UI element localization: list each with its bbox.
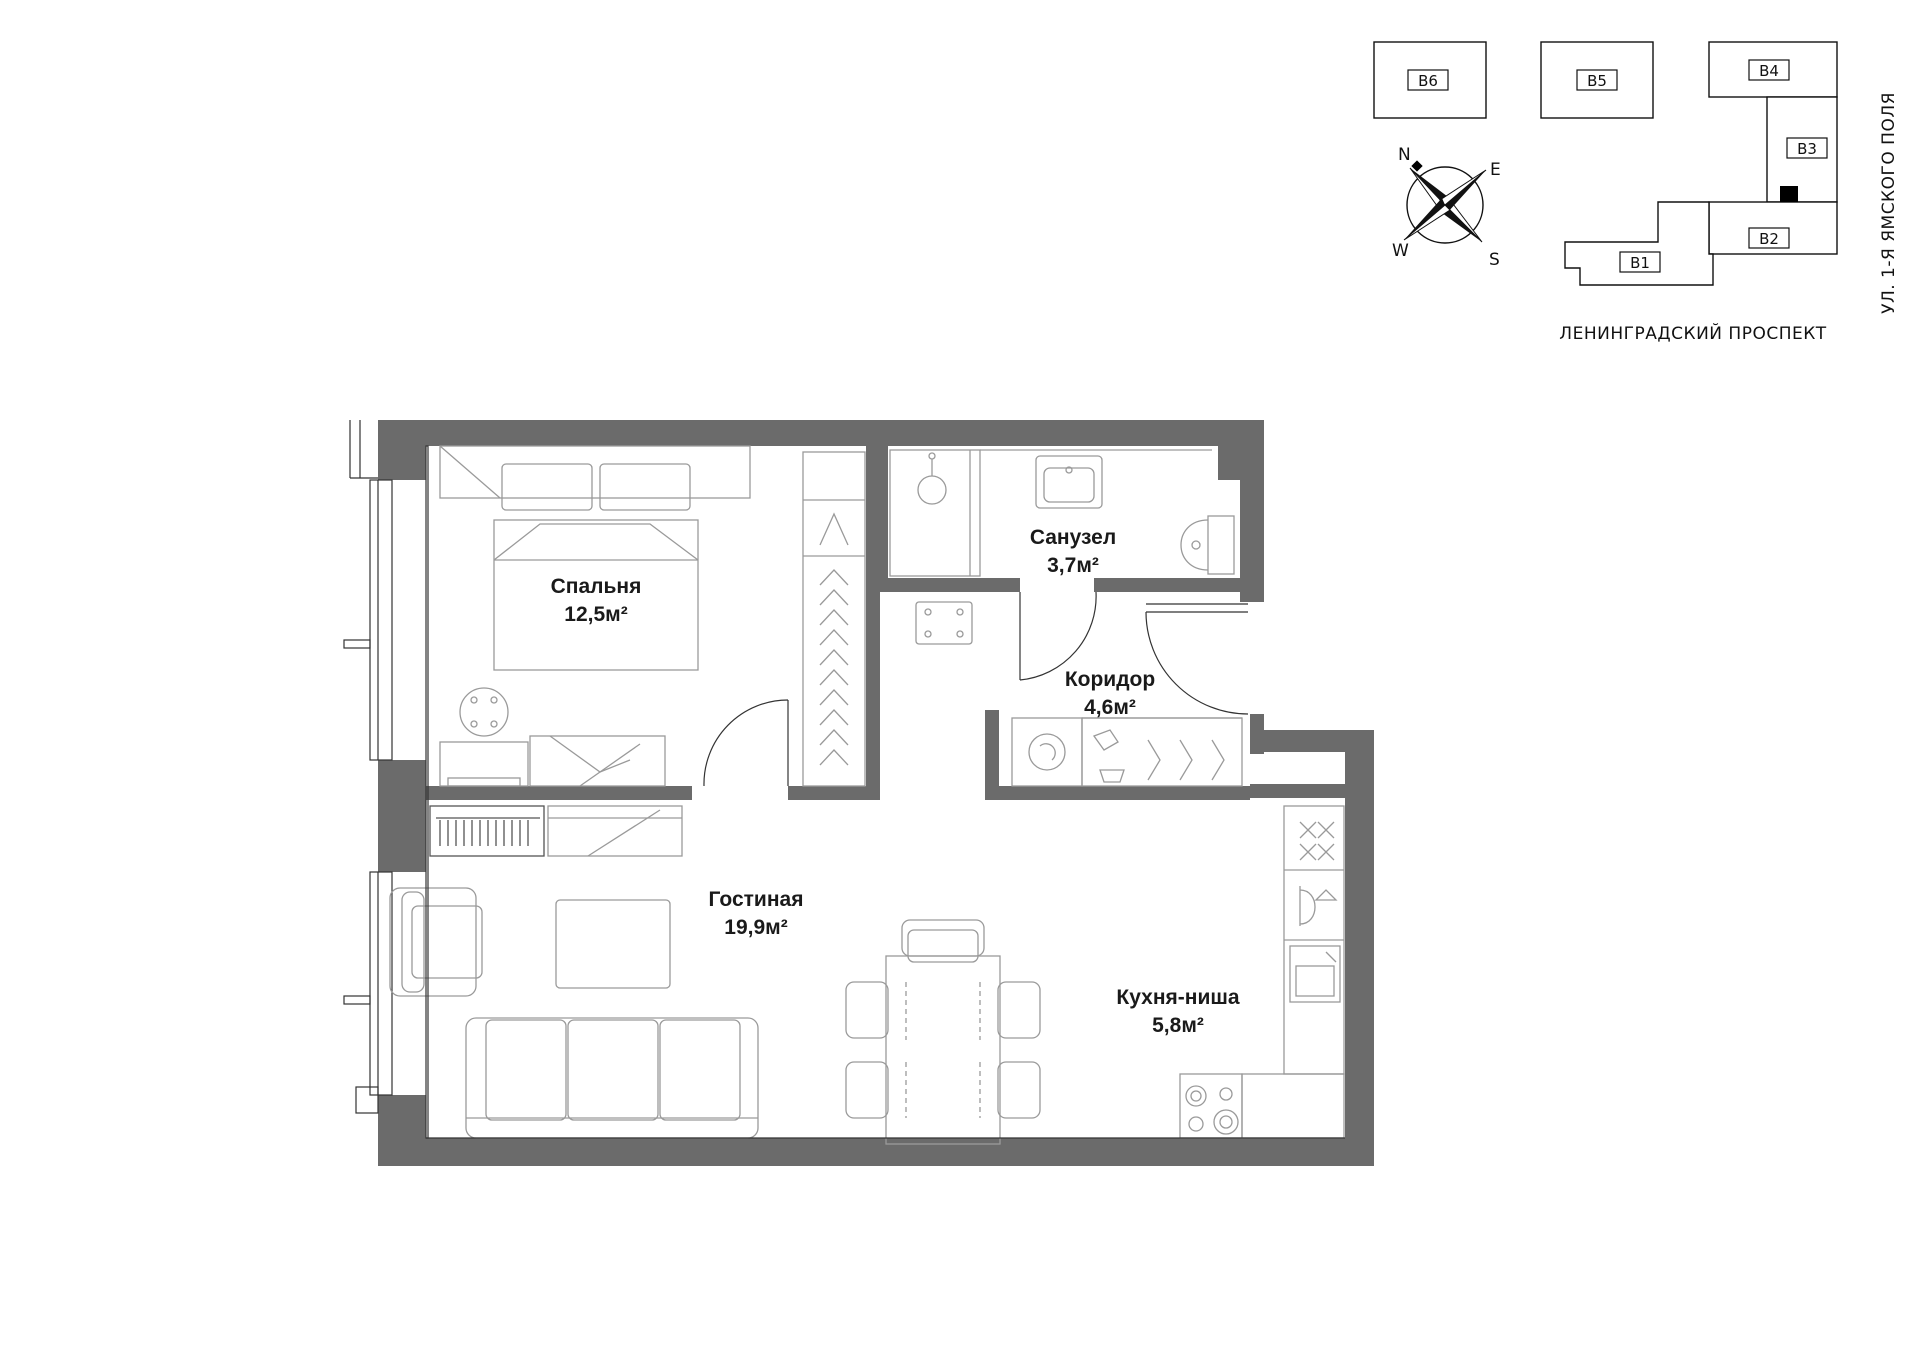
desk-icon bbox=[439, 735, 666, 787]
kitchen-name: Кухня-ниша bbox=[1116, 986, 1239, 1009]
hallway-wardrobe-icon bbox=[1081, 717, 1243, 787]
building-b5-label: B5 bbox=[1587, 72, 1607, 90]
bedroom-area: 12,5м² bbox=[564, 603, 627, 626]
toilet-icon bbox=[1180, 515, 1235, 575]
kitchen-furniture bbox=[1179, 805, 1345, 1139]
sofa-icon bbox=[465, 1017, 759, 1139]
living-name: Гостиная bbox=[709, 888, 804, 911]
armchair-icon bbox=[389, 887, 483, 997]
bathroom-area: 3,7м² bbox=[1047, 554, 1099, 577]
building-b5 bbox=[1540, 41, 1654, 119]
building-b6-label: B6 bbox=[1418, 72, 1438, 90]
compass-w: W bbox=[1392, 241, 1409, 261]
room-labels: Спальня 12,5м² Санузел 3,7м² Коридор 4,6… bbox=[551, 526, 1240, 1037]
corridor-furniture bbox=[915, 601, 1249, 787]
bedroom-door bbox=[703, 699, 789, 787]
compass-rose-icon bbox=[1403, 160, 1487, 243]
compass-e: E bbox=[1490, 160, 1501, 180]
bathroom-name: Санузел bbox=[1030, 526, 1116, 549]
site-plan: B6 B5 B4 B3 B2 B1 ЛЕНИНГРАДСКИЙ ПРОСПЕКТ… bbox=[1373, 41, 1899, 344]
street-south-label: ЛЕНИНГРАДСКИЙ ПРОСПЕКТ bbox=[1559, 322, 1826, 344]
living-furniture bbox=[389, 805, 1041, 1145]
street-east-label: УЛ. 1-Я ЯМСКОГО ПОЛЯ bbox=[1879, 92, 1899, 314]
bedroom-furniture bbox=[439, 445, 866, 787]
building-b4-label: B4 bbox=[1759, 62, 1779, 80]
bedroom-name: Спальня bbox=[551, 575, 642, 598]
living-area: 19,9м² bbox=[724, 916, 787, 939]
radiator-icon bbox=[429, 805, 545, 857]
walls bbox=[378, 420, 1374, 1166]
windows bbox=[343, 420, 393, 1114]
washing-machine-icon bbox=[1011, 717, 1083, 787]
building-b1-label: B1 bbox=[1630, 254, 1650, 272]
sink-icon bbox=[1035, 455, 1103, 509]
bathroom-furniture bbox=[889, 449, 1235, 681]
dishwasher-icon bbox=[1284, 886, 1344, 941]
kitchen-area: 5,8м² bbox=[1152, 1014, 1204, 1037]
dining-table-icon bbox=[845, 919, 1041, 1145]
shoe-bench-icon bbox=[915, 601, 973, 645]
bedside-table-icon bbox=[459, 687, 509, 737]
cooktop-icon bbox=[1179, 1073, 1243, 1139]
fridge-icon bbox=[1284, 821, 1344, 871]
shower-icon bbox=[889, 449, 981, 577]
building-b1 bbox=[1564, 201, 1714, 286]
compass-s: S bbox=[1489, 250, 1500, 270]
building-b2-label: B2 bbox=[1759, 230, 1779, 248]
building-b3-label: B3 bbox=[1797, 140, 1817, 158]
apartment-location-marker bbox=[1780, 186, 1798, 202]
coffee-table-icon bbox=[555, 899, 671, 989]
compass-n: N bbox=[1398, 145, 1411, 165]
tv-stand-icon bbox=[547, 805, 683, 857]
entry-door bbox=[1145, 603, 1249, 715]
compass: N E S W bbox=[1392, 145, 1501, 270]
wardrobe-icon bbox=[802, 451, 866, 787]
compass-ring bbox=[1406, 166, 1484, 244]
bathroom-door bbox=[1019, 591, 1097, 681]
corridor-area: 4,6м² bbox=[1084, 696, 1136, 719]
kitchen-sink-icon bbox=[1289, 945, 1341, 1003]
bed-icon bbox=[439, 445, 751, 671]
corridor-name: Коридор bbox=[1065, 668, 1155, 691]
